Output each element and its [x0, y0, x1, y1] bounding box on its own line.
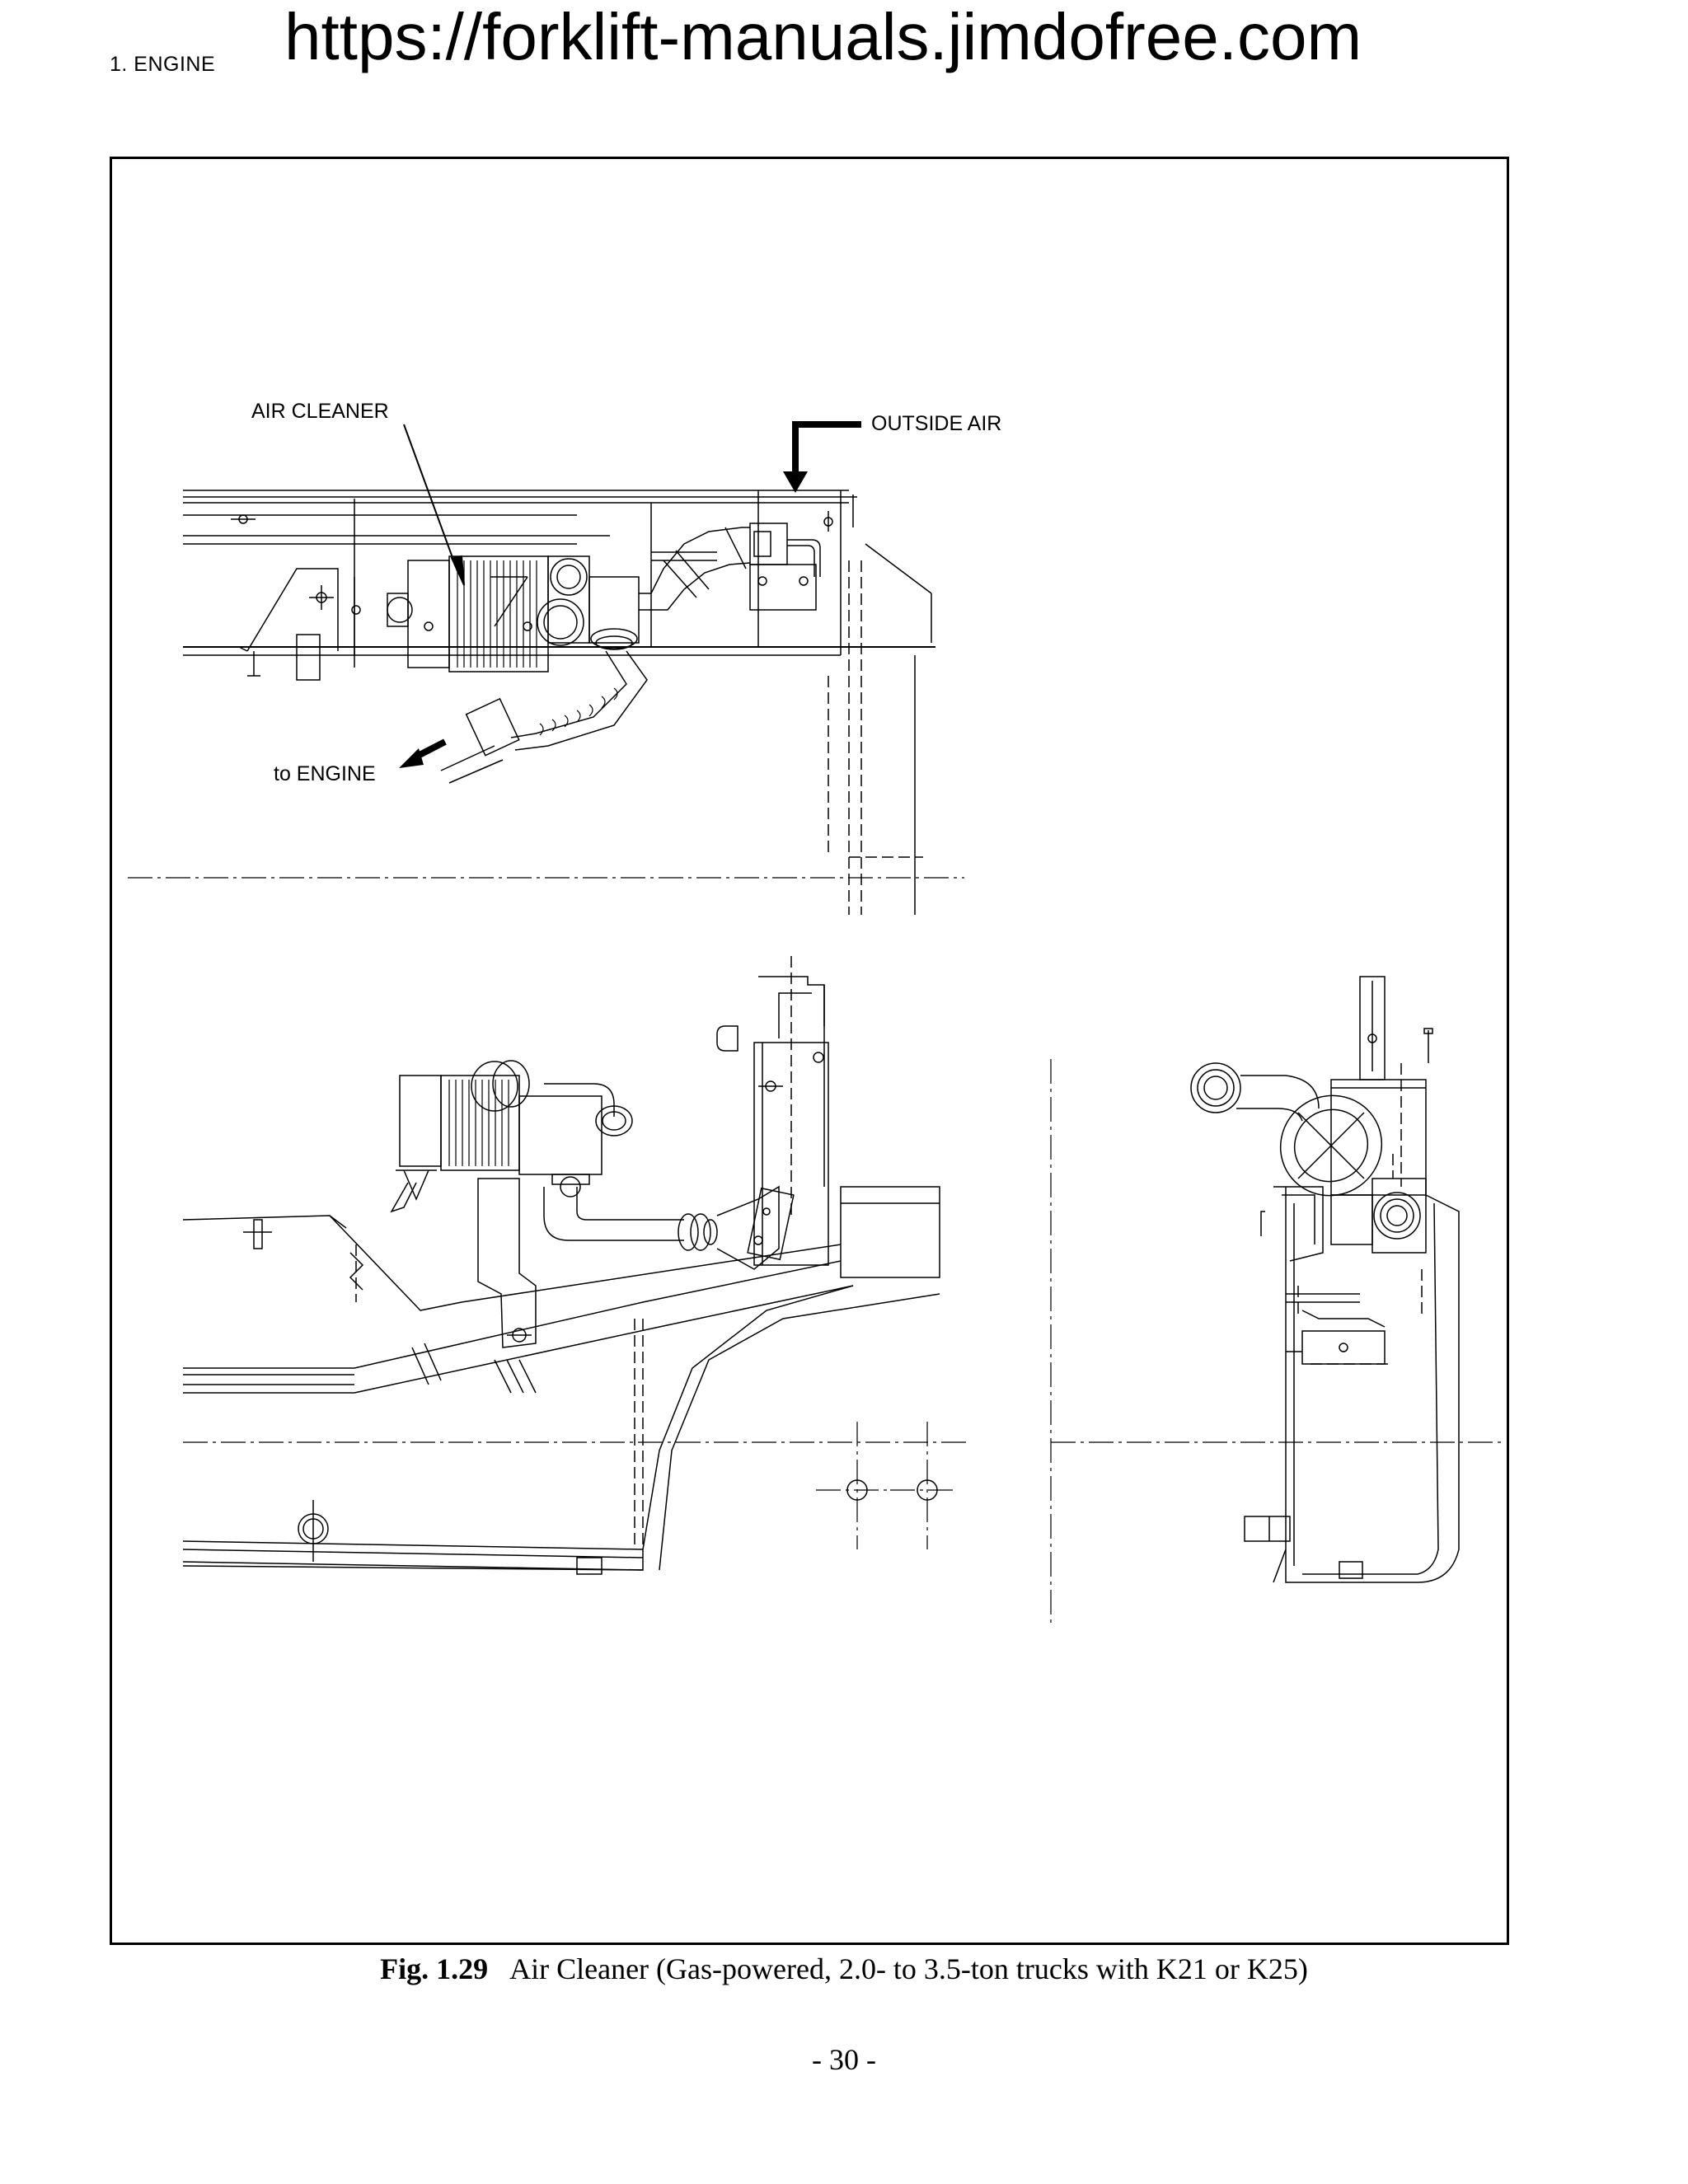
page-number: - 30 -	[812, 2043, 876, 2076]
top-view-drawing	[183, 490, 935, 915]
figure-caption-text: Air Cleaner (Gas-powered, 2.0- to 3.5-to…	[509, 1952, 1308, 1985]
air-cleaner-label: AIR CLEANER	[251, 400, 389, 423]
figure-frame	[110, 157, 1509, 1945]
figure-number: Fig. 1.29	[380, 1952, 489, 1985]
centerlines	[128, 878, 1504, 1628]
end-view-drawing	[1191, 977, 1459, 1582]
side-view-drawing	[183, 956, 940, 1574]
section-header: 1. ENGINE	[110, 53, 216, 76]
source-url: https://forklift-manuals.jimdofree.com	[284, 0, 1362, 73]
outside-air-arrow	[783, 424, 861, 493]
to-engine-arrow	[399, 742, 445, 768]
outside-air-label: OUTSIDE AIR	[871, 412, 1002, 435]
figure-caption: Fig. 1.29 Air Cleaner (Gas-powered, 2.0- …	[0, 1952, 1688, 1986]
to-engine-label: to ENGINE	[274, 762, 376, 785]
air-cleaner-leader-line	[404, 424, 465, 586]
